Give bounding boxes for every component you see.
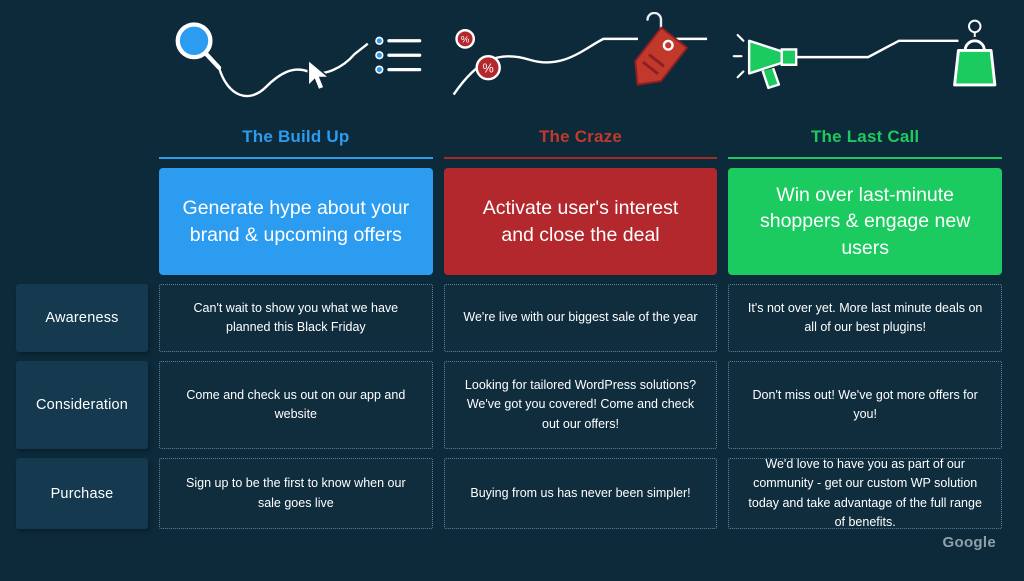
list-icon (375, 36, 422, 74)
last-call-illustration (728, 8, 1002, 108)
spacer (16, 168, 148, 275)
cell-awareness-build-up: Can't wait to show you what we have plan… (159, 284, 433, 352)
craze-illustration: % % (444, 8, 718, 108)
cell-consideration-craze: Looking for tailored WordPress solutions… (443, 361, 718, 449)
cell-awareness-craze: We're live with our biggest sale of the … (443, 284, 718, 352)
google-logo: Google (942, 534, 996, 551)
price-tag-icon (633, 26, 688, 86)
hand-cursor-icon (307, 58, 332, 91)
svg-text:%: % (461, 35, 470, 46)
cell-purchase-last-call: We'd love to have you as part of our com… (728, 457, 1002, 529)
shopping-bag-icon (953, 39, 997, 87)
campaign-matrix: % % (16, 8, 1002, 529)
build-up-illustration (159, 8, 433, 108)
svg-text:%: % (482, 61, 493, 75)
headline-craze: Activate user's interest and close the d… (443, 168, 718, 275)
cell-purchase-craze: Buying from us has never been simpler! (443, 458, 718, 529)
percent-badge-icon: % % (454, 29, 501, 81)
phase-title-build-up: The Build Up (159, 127, 433, 159)
row-label-purchase: Purchase (16, 458, 148, 529)
magnifier-icon (175, 22, 222, 70)
row-label-awareness: Awareness (16, 284, 148, 352)
phase-title-last-call: The Last Call (728, 127, 1002, 159)
phase-title-craze: The Craze (443, 127, 718, 159)
megaphone-icon (733, 33, 798, 90)
journey-line (796, 39, 959, 59)
cell-consideration-build-up: Come and check us out on our app and web… (159, 361, 433, 449)
spacer (16, 117, 148, 159)
cell-purchase-build-up: Sign up to be the first to know when our… (159, 458, 433, 529)
spacer (16, 8, 148, 108)
paperclip-icon (646, 12, 662, 37)
cell-consideration-last-call: Don't miss out! We've got more offers fo… (728, 361, 1002, 449)
headline-build-up: Generate hype about your brand & upcomin… (159, 168, 433, 275)
cell-awareness-last-call: It's not over yet. More last minute deal… (728, 284, 1002, 352)
journey-line (217, 42, 369, 98)
headline-last-call: Win over last-minute shoppers & engage n… (728, 168, 1002, 275)
row-label-consideration: Consideration (16, 361, 148, 449)
bell-icon (968, 19, 982, 37)
